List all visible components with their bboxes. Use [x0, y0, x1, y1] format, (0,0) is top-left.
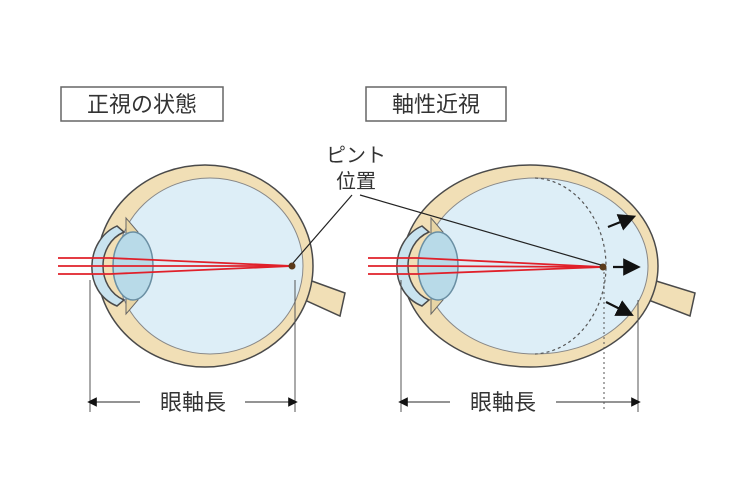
axial-length-label-left: 眼軸長	[160, 391, 226, 416]
ray-bot-refract-m	[417, 266, 604, 275]
myopia-eye-group: 軸性近視	[365, 86, 696, 416]
cornea	[91, 225, 126, 307]
ray-mid-refract-m	[417, 265, 604, 268]
arrow-right-icon	[607, 214, 637, 231]
normal-title-box	[60, 86, 224, 122]
ray-bot-refract	[109, 265, 293, 275]
focus-point-normal	[288, 262, 296, 270]
ray-top-refract	[109, 257, 293, 267]
light-rays-myopia	[368, 257, 604, 275]
normal-size-outline	[534, 177, 607, 355]
focus-point-myopia	[599, 263, 607, 271]
myopia-title-box	[365, 86, 507, 122]
cornea-myopia	[396, 225, 431, 307]
expansion-arrows	[605, 214, 641, 316]
focus-label-line2: 位置	[336, 169, 376, 193]
focus-label-line1: ピント	[326, 143, 386, 167]
light-rays	[58, 257, 293, 275]
focus-leader-left	[292, 194, 353, 264]
ray-top-refract-m	[417, 257, 604, 268]
focus-leader-right	[359, 194, 602, 266]
myopia-title: 軸性近視	[392, 93, 480, 118]
focus-label-group: ピント 位置	[292, 143, 602, 266]
normal-eye-group: 正視の状態 眼軸長	[58, 86, 346, 416]
normal-title: 正視の状態	[87, 93, 197, 118]
axial-length-label-right: 眼軸長	[470, 391, 536, 416]
arrow-right-icon	[605, 300, 634, 316]
